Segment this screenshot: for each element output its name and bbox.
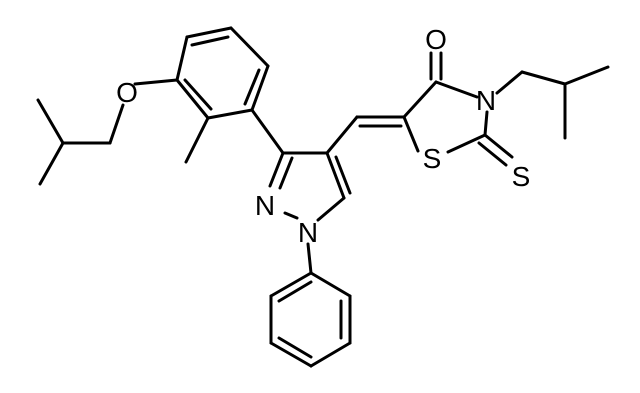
bond bbox=[250, 64, 270, 112]
bond bbox=[325, 151, 346, 200]
bond bbox=[243, 68, 261, 106]
bond bbox=[483, 133, 514, 159]
bond bbox=[277, 280, 313, 303]
bond bbox=[483, 110, 489, 137]
bond bbox=[477, 141, 508, 167]
atom-label-oxygen-ether: O bbox=[116, 77, 138, 108]
bond bbox=[283, 211, 299, 220]
bond bbox=[334, 155, 352, 195]
bond bbox=[278, 156, 294, 190]
bond bbox=[309, 271, 352, 298]
bond bbox=[309, 341, 352, 368]
bond bbox=[277, 336, 313, 359]
bond bbox=[175, 35, 189, 82]
bond bbox=[316, 196, 346, 222]
bond bbox=[446, 133, 487, 154]
bond bbox=[495, 70, 524, 95]
bond bbox=[402, 80, 438, 119]
bond bbox=[38, 141, 65, 186]
bond bbox=[36, 98, 65, 145]
bond bbox=[229, 26, 270, 68]
bond bbox=[250, 108, 285, 155]
bond bbox=[269, 271, 313, 298]
bond bbox=[434, 80, 479, 99]
bond bbox=[268, 151, 285, 188]
bond-lines bbox=[36, 26, 610, 368]
bond bbox=[325, 115, 359, 155]
bond bbox=[133, 78, 179, 86]
bond bbox=[306, 242, 313, 275]
atom-label-sulfur-ring: S bbox=[423, 143, 442, 174]
bond bbox=[175, 78, 210, 120]
atom-label-nitrogen-pyrazole-1: N bbox=[298, 217, 318, 248]
atom-label-sulfur-thione: S bbox=[512, 161, 531, 192]
bond bbox=[206, 108, 254, 120]
atom-label-oxygen-carbonyl: O bbox=[425, 24, 447, 55]
bond bbox=[184, 116, 210, 164]
bond bbox=[183, 78, 213, 111]
atom-label-nitrogen-pyrazole-2: N bbox=[255, 190, 275, 221]
atom-label-nitrogen-thiazolidine: N bbox=[476, 85, 496, 116]
bond bbox=[190, 35, 230, 47]
atom-labels: O N N O N S S bbox=[116, 24, 530, 248]
bond bbox=[185, 26, 233, 39]
bond bbox=[563, 65, 610, 86]
bond bbox=[269, 341, 313, 368]
bond bbox=[520, 70, 567, 86]
bond bbox=[108, 103, 125, 145]
bond bbox=[402, 115, 420, 153]
